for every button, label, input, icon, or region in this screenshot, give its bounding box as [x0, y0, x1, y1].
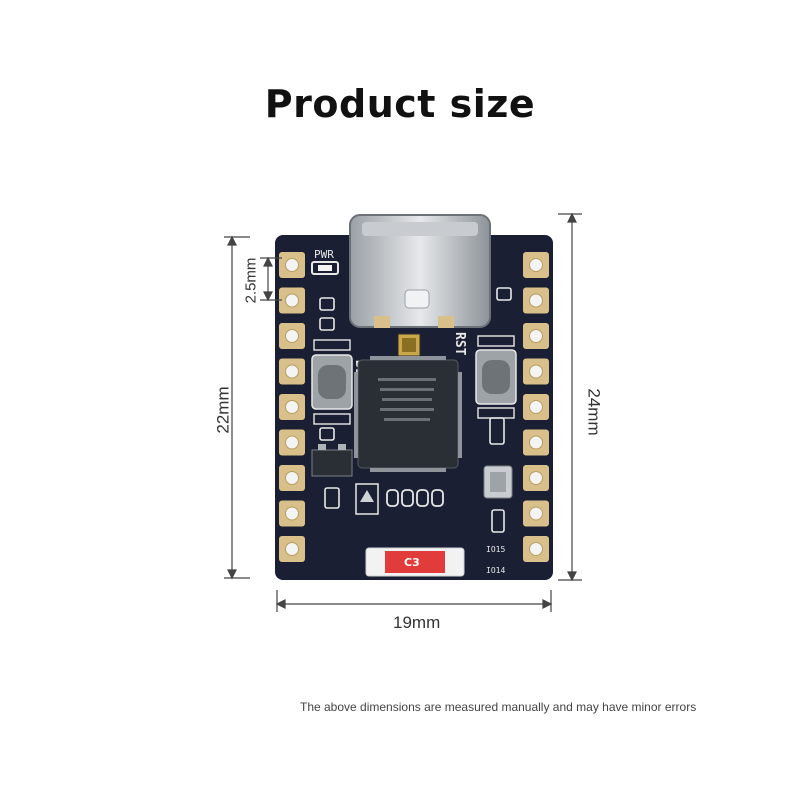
io14-label: IO14 [486, 566, 505, 575]
pin-hole [285, 258, 299, 272]
width-19mm-label: 19mm [393, 613, 441, 632]
pwr-led [311, 261, 339, 275]
pin-hole [285, 293, 299, 308]
regulator [311, 444, 353, 477]
pin-pitch-label: 2.5mm [242, 257, 260, 304]
pin-hole [285, 400, 299, 414]
diode [355, 483, 379, 515]
usb-c-connector [349, 214, 491, 328]
pin-hole [285, 435, 299, 450]
pin-hole [529, 471, 543, 485]
pin-hole [529, 258, 543, 272]
pin-hole [529, 435, 543, 450]
height-24mm-label: 24mm [584, 388, 604, 436]
pin-hole [285, 542, 299, 556]
page-title: Product size [264, 82, 536, 126]
height-22mm-label: 22mm [213, 386, 233, 434]
pin-hole [529, 400, 543, 414]
right-pin-header [523, 252, 549, 562]
left-pin-header [279, 252, 305, 562]
esp32-c3-chip [354, 356, 462, 472]
io15-label: IO15 [486, 545, 505, 554]
pin-hole [529, 293, 543, 308]
capacitor-row [386, 489, 444, 507]
dimension-lines [224, 212, 582, 612]
pin-hole [529, 329, 543, 343]
boot-button-b9 [311, 339, 353, 425]
pin-hole [285, 329, 299, 343]
pwr-label: PWR [314, 248, 334, 261]
pin-hole [529, 506, 543, 521]
pin-hole [285, 471, 299, 485]
pin-hole [285, 506, 299, 521]
c3-label: C3 [404, 556, 420, 569]
ceramic-antenna [365, 547, 465, 577]
pin-hole [529, 542, 543, 556]
pin-hole [285, 364, 299, 379]
crystal [483, 465, 513, 499]
reset-button-rst [475, 335, 517, 419]
rst-label: RST [452, 332, 467, 356]
measurement-note: The above dimensions are measured manual… [300, 700, 697, 714]
pin-hole [529, 364, 543, 379]
